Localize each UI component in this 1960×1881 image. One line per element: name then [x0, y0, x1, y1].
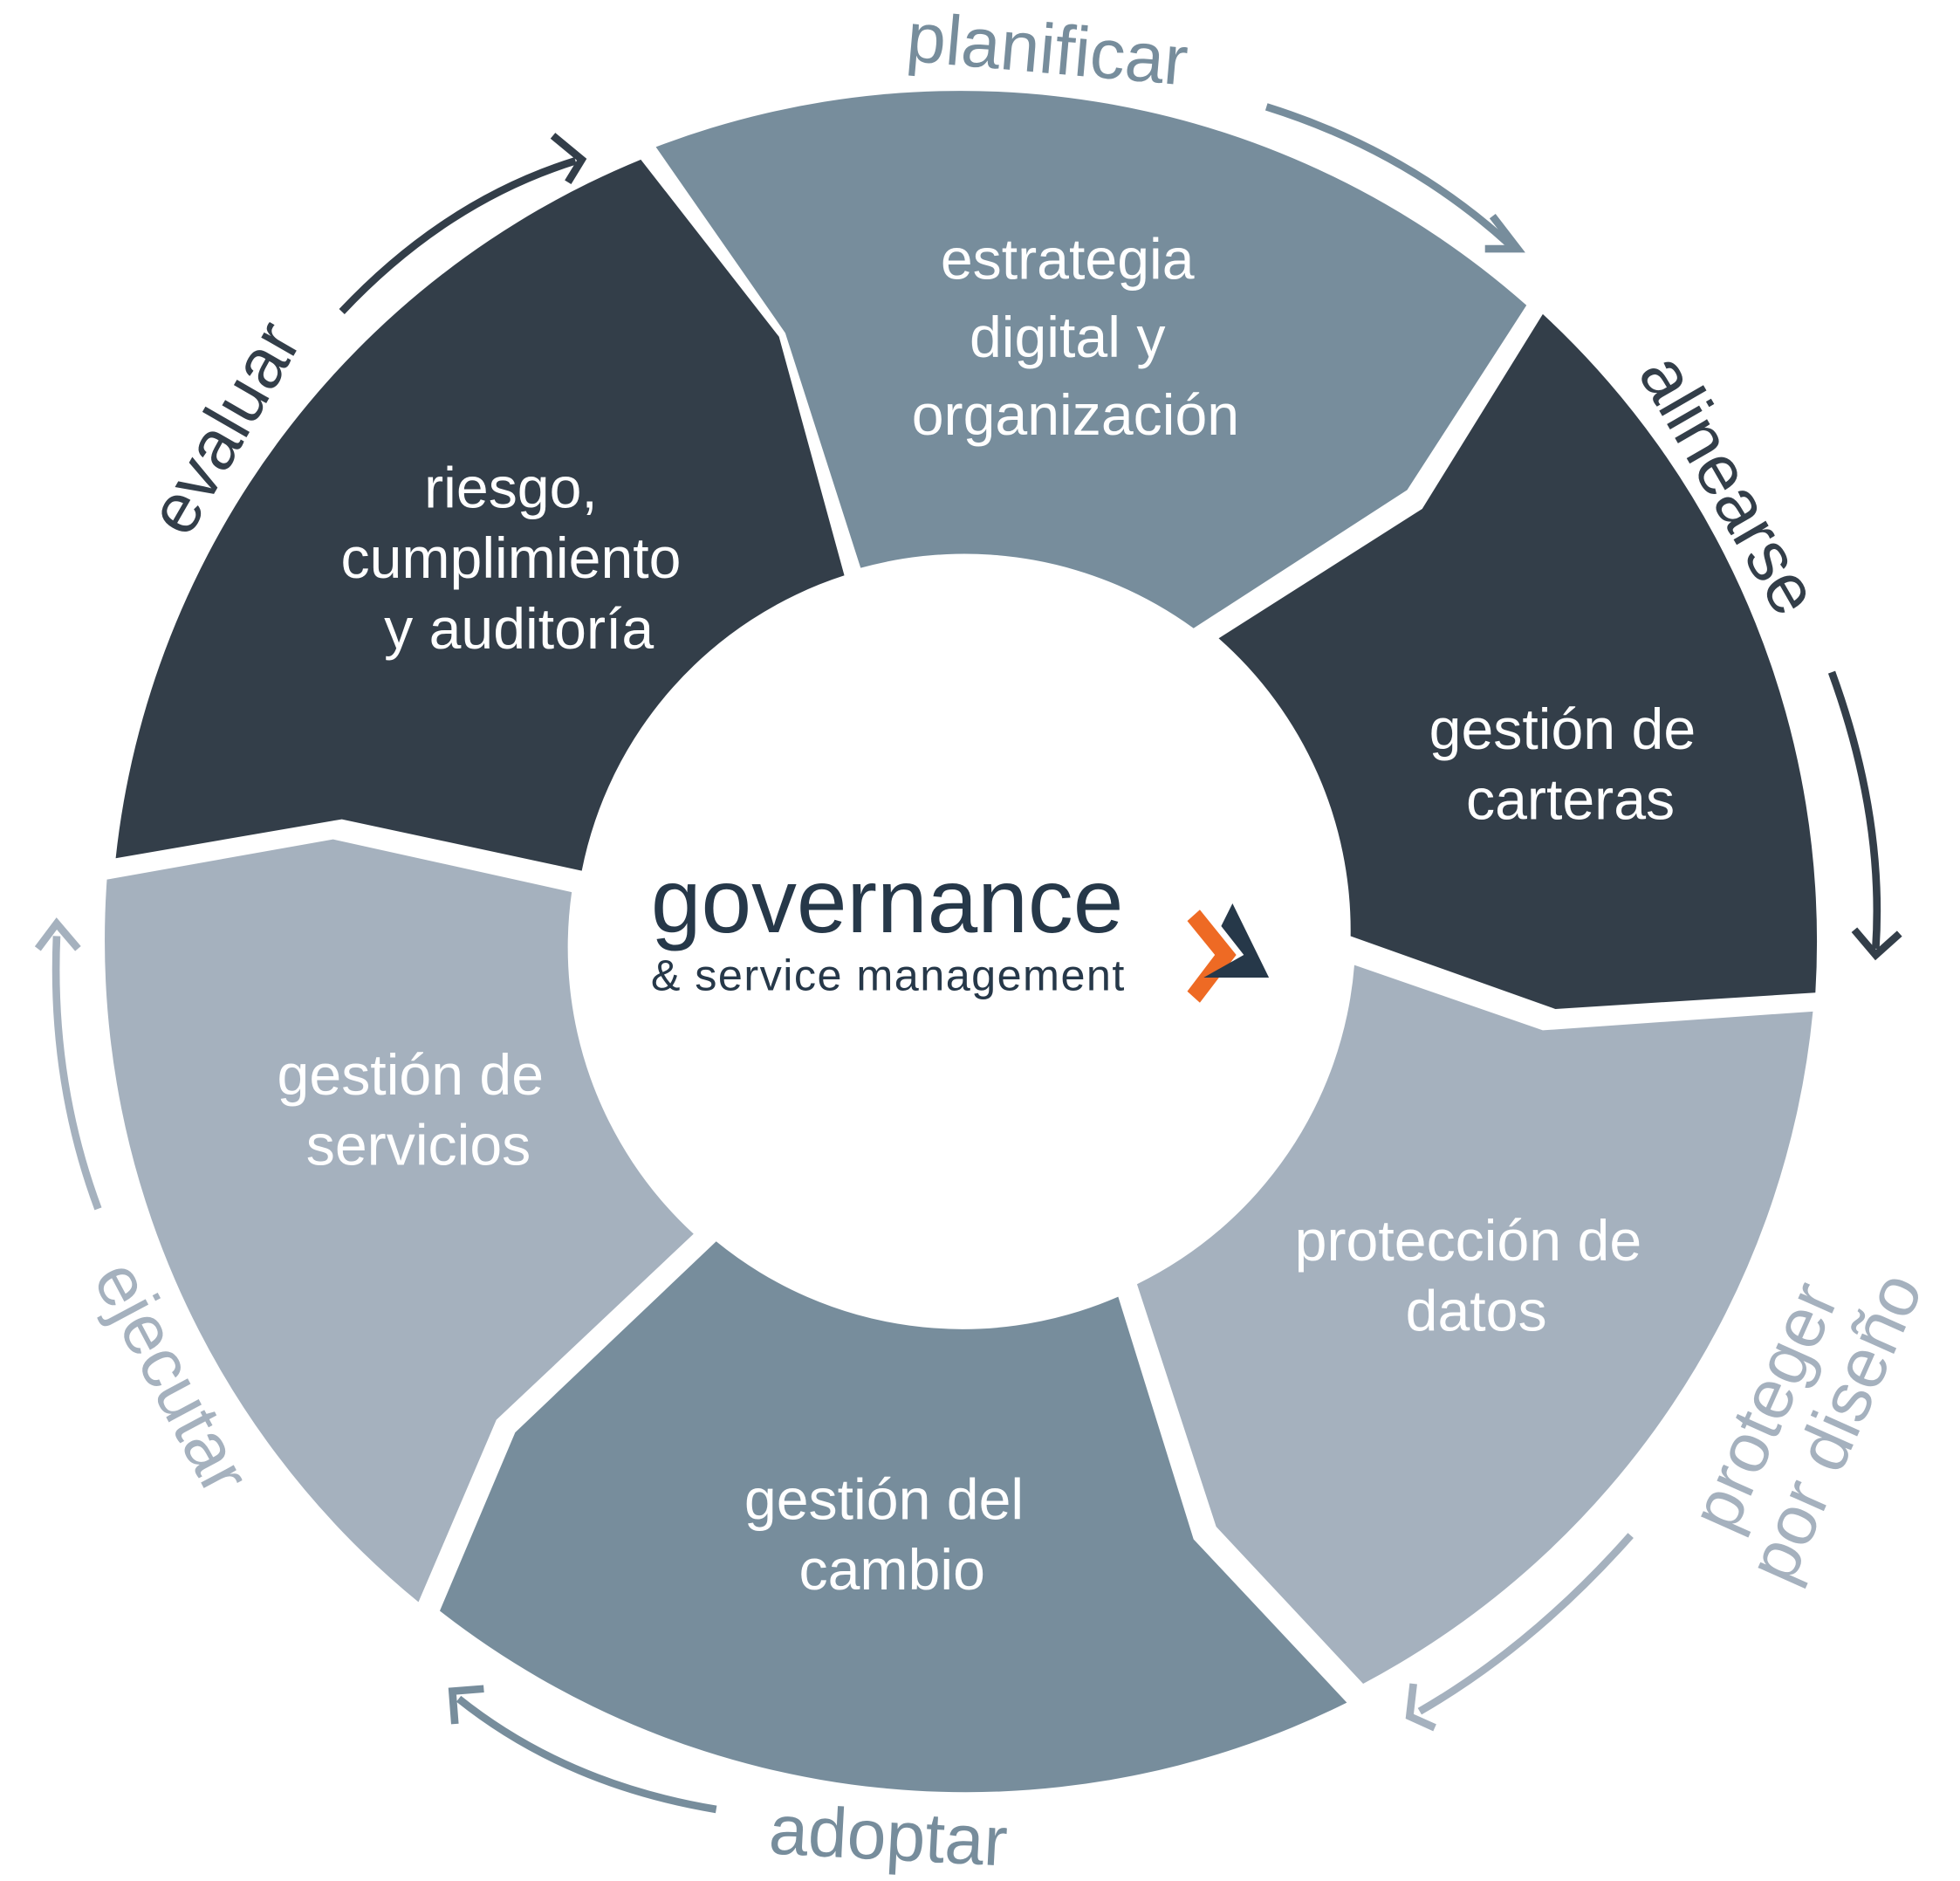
phase-adoptar: adoptar [767, 1790, 1010, 1881]
segment-portfolio [1218, 313, 1818, 1009]
segment-change [439, 1241, 1347, 1793]
arrow-planificar-icon [1264, 103, 1525, 253]
segment-data-protection-label: protección de datos [1295, 1209, 1658, 1344]
segment-services-label: gestión de servicios [278, 1043, 560, 1178]
segment-portfolio-label: gestión de carteras [1429, 697, 1712, 833]
logo-main-text: governance [651, 850, 1124, 951]
logo-mark-icon [1187, 903, 1270, 1003]
segment-strategy-label: estrategia digital y organización [912, 228, 1239, 449]
segment-data-protection [1136, 965, 1813, 1684]
segment-risk-label: riesgo, cumplimiento y auditoría [340, 457, 696, 662]
phase-planificar: planificar [904, 0, 1191, 100]
segment-change-label: gestión del cambio [744, 1467, 1040, 1603]
arrow-ejecutar-icon [34, 917, 102, 1211]
arrow-alinearse-icon [1827, 670, 1902, 961]
arrow-evaluar-icon [339, 133, 587, 314]
logo-sub-text: & service management [651, 950, 1126, 999]
segment-strategy [655, 91, 1527, 628]
cycle-arrows [34, 103, 1902, 1814]
segment-services [105, 839, 694, 1603]
arrow-adoptar-icon [448, 1685, 717, 1814]
arrow-proteger-icon [1405, 1533, 1634, 1732]
segment-risk [115, 159, 845, 871]
